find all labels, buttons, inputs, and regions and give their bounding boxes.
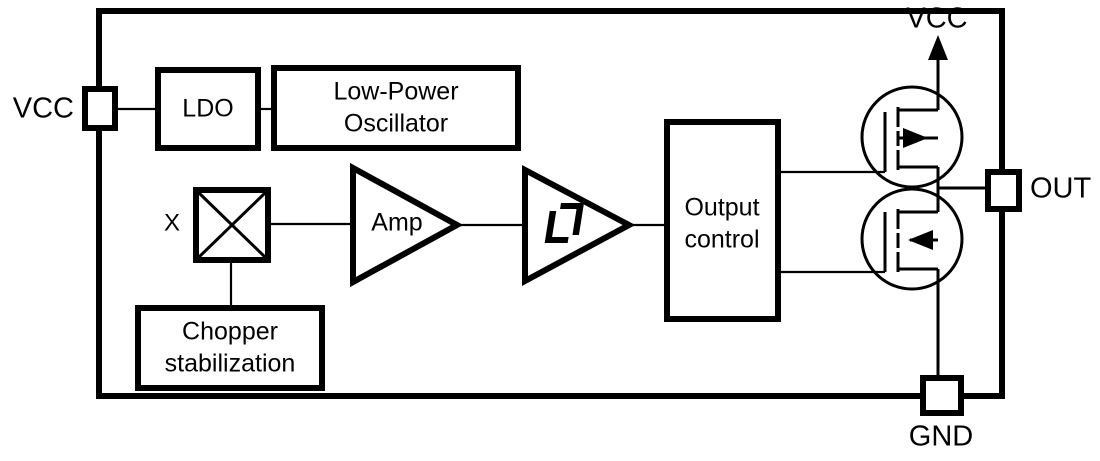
chopper-block[interactable] <box>135 305 325 391</box>
hysteresis-icon <box>544 203 584 243</box>
hall-element-label: X <box>164 209 180 236</box>
out-pin-label: OUT <box>1030 173 1092 205</box>
amplifier-label: Amp <box>371 209 422 237</box>
vcc-pin-label: VCC <box>13 93 74 125</box>
vcc-supply-label: VCC <box>906 3 967 35</box>
chopper-label-line1: Chopper <box>182 318 278 346</box>
vcc-arrow-icon <box>928 35 948 60</box>
oscillator-label-line1: Low-Power <box>333 78 458 106</box>
gnd-pin-label: GND <box>909 421 973 453</box>
output-control-label-line1: Output <box>684 194 759 222</box>
amplifier-triangle[interactable] <box>350 162 464 288</box>
nmos-arrow-icon <box>908 230 933 250</box>
out-pad[interactable] <box>985 169 1022 212</box>
pmos-arrow-icon <box>903 128 928 148</box>
gnd-pad[interactable] <box>920 375 964 416</box>
oscillator-label-line2: Oscillator <box>344 110 448 138</box>
ldo-label: LDO <box>182 95 233 123</box>
output-control-label-line2: control <box>684 226 759 254</box>
chopper-label-line2: stabilization <box>165 350 296 378</box>
output-control-block[interactable] <box>664 119 781 322</box>
vcc-pad[interactable] <box>82 86 118 131</box>
ldo-block[interactable] <box>155 67 261 151</box>
nmos-transistor[interactable] <box>860 187 964 380</box>
hall-element-cross-b <box>197 191 267 259</box>
pmos-transistor[interactable] <box>860 60 964 190</box>
oscillator-block[interactable] <box>271 65 521 151</box>
